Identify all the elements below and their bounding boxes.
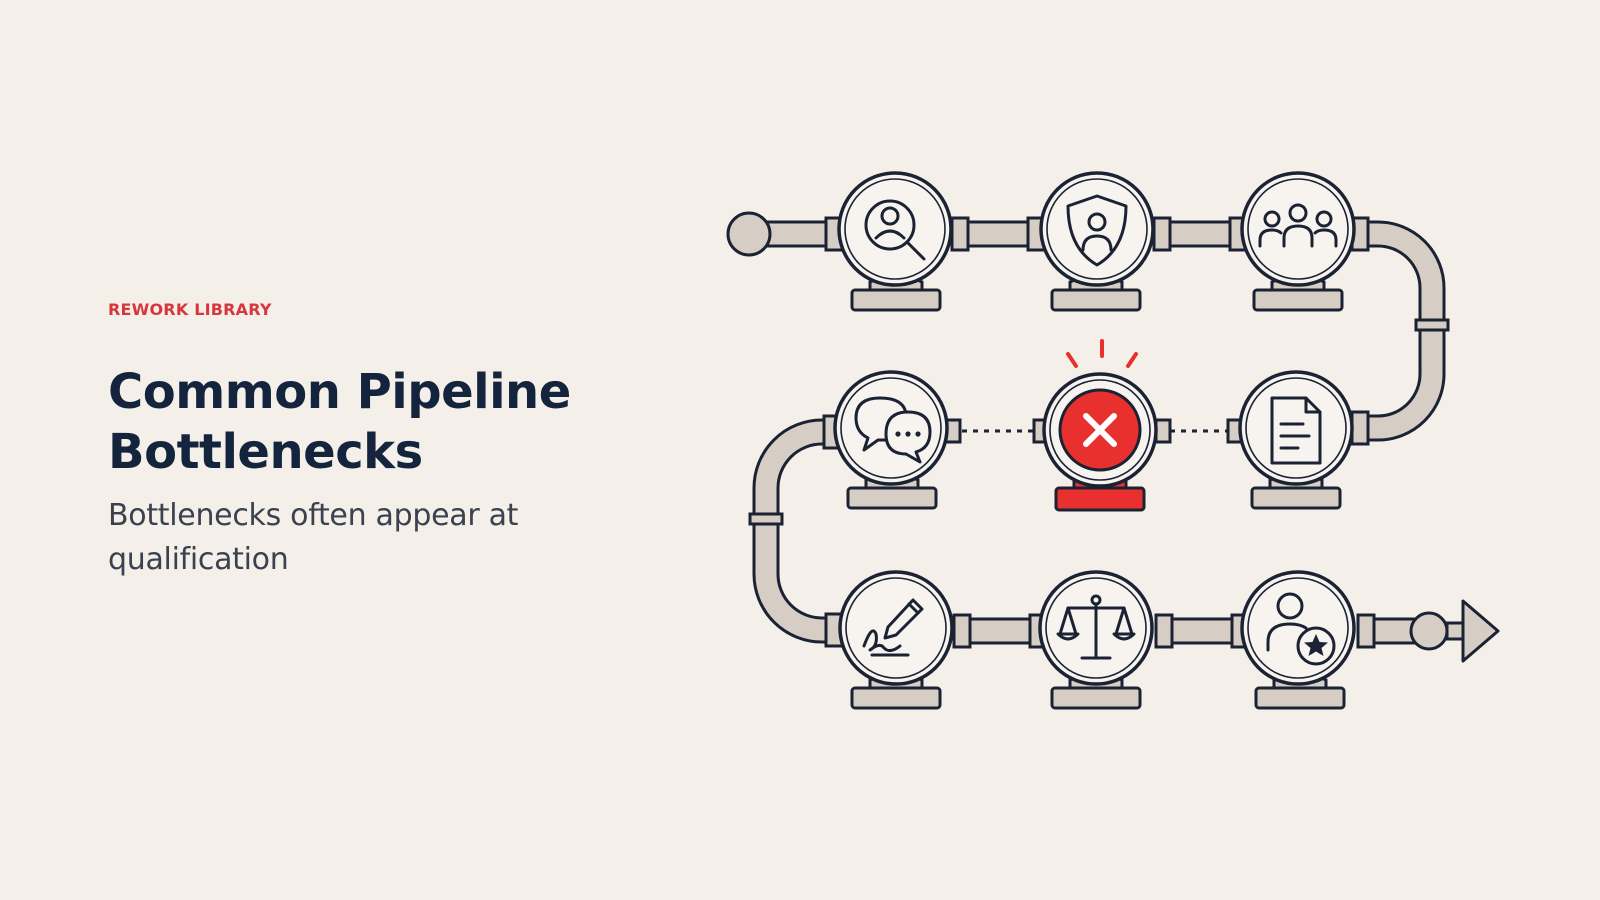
user-star-icon — [1266, 592, 1336, 666]
stage-node-user-search — [837, 171, 953, 312]
stage-node-bottleneck — [1042, 339, 1158, 512]
user-search-icon — [864, 199, 926, 261]
pipeline-start-cap — [726, 211, 772, 257]
alert-ray — [1126, 352, 1138, 368]
document-icon — [1270, 396, 1322, 465]
scales-icon — [1056, 594, 1136, 660]
stage-node-shield-user — [1039, 171, 1155, 312]
eyebrow-label: REWORK LIBRARY — [108, 300, 272, 319]
text-block: REWORK LIBRARY Common Pipeline Bottlenec… — [108, 300, 628, 582]
page-title: Common Pipeline Bottlenecks — [108, 364, 571, 480]
error-x-icon — [1058, 388, 1142, 472]
chat-bubbles-icon — [854, 396, 932, 464]
right-elbow-pipe — [1350, 216, 1450, 446]
row2-dotted-connectors — [944, 418, 1244, 444]
stage-node-group — [1240, 171, 1356, 312]
alert-ray — [1066, 352, 1078, 368]
stage-node-scales — [1038, 570, 1154, 710]
stage-node-signature — [838, 570, 954, 710]
row1-pipes — [726, 211, 1254, 257]
signature-pen-icon — [862, 598, 924, 657]
shield-user-icon — [1066, 194, 1128, 267]
stage-node-user-star — [1240, 570, 1356, 710]
arrow-head-icon — [1461, 599, 1500, 663]
group-icon — [1258, 203, 1338, 248]
stage-node-document — [1238, 370, 1354, 510]
pipeline-end-valve — [1409, 611, 1449, 651]
stage-node-chat — [833, 370, 949, 510]
page-subtitle: Bottlenecks often appear at qualificatio… — [108, 498, 519, 577]
row3-pipes — [952, 599, 1500, 663]
left-elbow-pipe — [748, 414, 844, 648]
